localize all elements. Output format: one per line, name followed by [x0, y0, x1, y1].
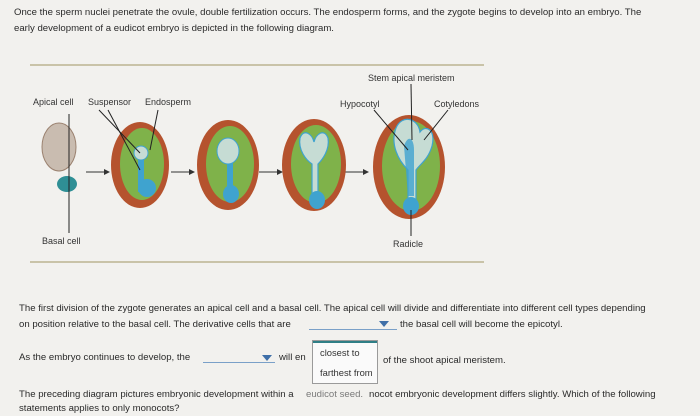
chevron-down-icon[interactable] — [379, 321, 389, 327]
label-apical-cell: Apical cell — [33, 97, 74, 107]
option-farthest-from[interactable]: farthest from — [313, 363, 377, 383]
question-1-line-2-suffix: the basal cell will become the epicotyl. — [400, 317, 563, 332]
question-2-prefix: As the embryo continues to develop, the — [19, 350, 190, 365]
question-2-middle: will en — [279, 350, 306, 365]
label-stem-apical-meristem: Stem apical meristem — [368, 73, 455, 83]
question-1-line-2-prefix: on position relative to the basal cell. … — [19, 317, 291, 332]
stage-4-embryo — [282, 119, 346, 211]
question-3-line-1-suffix: nocot embryonic development differs slig… — [369, 387, 656, 402]
question-2-first-dropdown[interactable] — [203, 361, 275, 363]
label-endosperm: Endosperm — [145, 97, 191, 107]
question-3-line-2: statements applies to only monocots? — [19, 401, 180, 416]
label-cotyledons: Cotyledons — [434, 99, 479, 109]
label-radicle: Radicle — [393, 239, 423, 249]
chevron-down-icon[interactable] — [262, 355, 272, 361]
label-hypocotyl: Hypocotyl — [340, 99, 380, 109]
label-suspensor: Suspensor — [88, 97, 131, 107]
label-basal-cell: Basal cell — [42, 236, 81, 246]
stage-1-embryo — [42, 114, 77, 233]
question-3-line-1-prefix: The preceding diagram pictures embryonic… — [19, 387, 294, 402]
question-3-hidden-answer: eudicot seed. — [306, 387, 368, 402]
option-closest-to[interactable]: closest to — [313, 341, 377, 363]
question-1-line-1: The first division of the zygote generat… — [19, 301, 646, 316]
question-1-answer-dropdown[interactable] — [309, 328, 397, 330]
stage-2-embryo — [99, 110, 169, 208]
stage-3-embryo — [197, 120, 259, 210]
question-2-suffix: of the shoot apical meristem. — [383, 353, 506, 368]
question-2-options-menu[interactable]: closest to farthest from — [312, 340, 378, 384]
